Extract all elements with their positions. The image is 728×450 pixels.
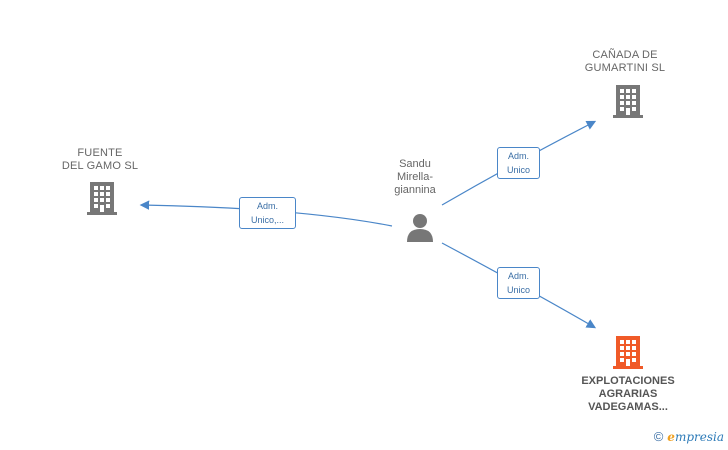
explotaciones-agrarias-label[interactable]: EXPLOTACIONES AGRARIAS VADEGAMAS... <box>581 375 675 413</box>
empresia-logo[interactable]: empresia <box>667 429 724 444</box>
copyright-symbol: © <box>653 429 664 444</box>
canada-gumartini-label[interactable]: CAÑADA DE GUMARTINI SL <box>584 49 666 74</box>
building-icon[interactable] <box>612 83 644 119</box>
fuente-del-gamo-label[interactable]: FUENTE DEL GAMO SL <box>61 147 139 172</box>
building-icon[interactable] <box>86 180 118 216</box>
person-icon[interactable] <box>404 212 436 242</box>
edge-tag-explotaciones[interactable]: Adm. Unico <box>497 267 540 299</box>
building-icon-highlight[interactable] <box>612 334 644 370</box>
edge-tag-fuente[interactable]: Adm. Unico,... <box>239 197 296 229</box>
footer-branding: © empresia <box>654 429 724 444</box>
person-name-label: Sandu Mirella- giannina <box>394 158 436 196</box>
edge-tag-canada[interactable]: Adm. Unico <box>497 147 540 179</box>
